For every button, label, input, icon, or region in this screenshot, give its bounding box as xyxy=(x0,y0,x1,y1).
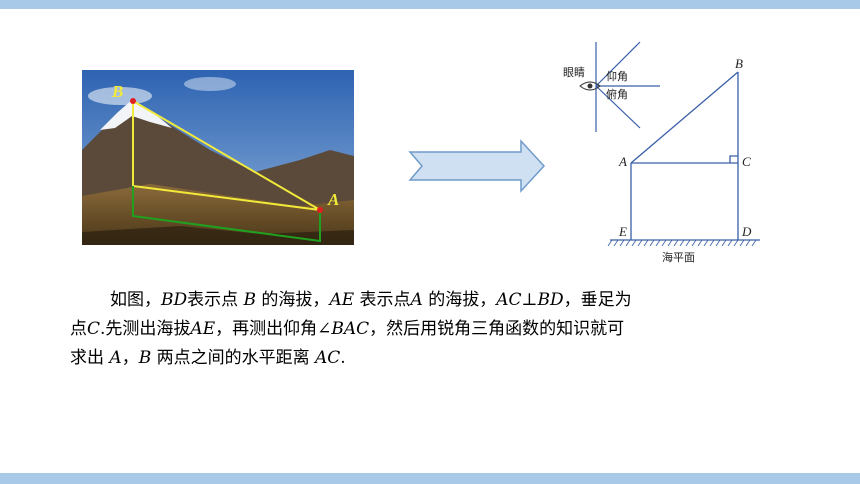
hatch-mark xyxy=(739,239,745,247)
explanation-paragraph: 如图，BD表示点 B 的海拔，AE 表示点A 的海拔，AC⊥BD，垂足为 点C.… xyxy=(70,286,770,373)
photo-triangle-outline xyxy=(132,99,321,211)
vertex-label-d: D xyxy=(741,224,752,239)
hatch-mark xyxy=(727,239,733,247)
hatch-mark xyxy=(625,239,631,247)
geometry-figure xyxy=(610,71,760,241)
photo-point-a xyxy=(317,207,323,213)
paragraph-line-2: 点C.先测出海拔AE，再测出仰角∠BAC，然后用锐角三角函数的知识就可 xyxy=(70,319,625,339)
hatch-mark xyxy=(637,239,643,247)
vertex-label-a: A xyxy=(618,154,627,169)
photo-ground-line xyxy=(132,186,321,243)
ground-hatching xyxy=(607,239,757,247)
hatch-mark xyxy=(709,239,715,247)
top-accent-bar xyxy=(0,0,860,9)
right-arrow-icon xyxy=(408,139,546,193)
hatch-mark xyxy=(745,239,751,247)
paragraph-line-3: 求出 A，B 两点之间的水平距离 AC. xyxy=(70,348,346,368)
hatch-mark xyxy=(667,239,673,247)
hatch-mark xyxy=(619,239,625,247)
hatch-mark xyxy=(649,239,655,247)
inset-elevation-label: 仰角 xyxy=(606,69,628,83)
hatch-mark xyxy=(673,239,679,247)
photo-label-b: B xyxy=(111,82,123,101)
photo-cloud xyxy=(184,77,236,91)
hatch-mark xyxy=(733,239,739,247)
photo-cloud xyxy=(88,87,152,105)
mountain-photo xyxy=(82,70,354,245)
bottom-accent-bar xyxy=(0,473,860,484)
hatch-mark xyxy=(697,239,703,247)
segment-ab xyxy=(630,71,739,164)
photo-point-b xyxy=(130,98,136,104)
hatch-mark xyxy=(703,239,709,247)
hatch-mark xyxy=(721,239,727,247)
hatch-mark xyxy=(613,239,619,247)
hatch-mark xyxy=(643,239,649,247)
right-angle-marker xyxy=(729,155,738,163)
hatch-mark xyxy=(631,239,637,247)
photo-label-a: A xyxy=(327,190,339,209)
vertex-label-e: E xyxy=(618,224,627,239)
inset-eye-label: 眼睛 xyxy=(563,66,585,79)
sea-level-label: 海平面 xyxy=(662,250,695,264)
vertex-label-c: C xyxy=(742,154,751,169)
photo-foreground xyxy=(82,226,354,245)
eye-icon xyxy=(579,81,601,91)
eye-angle-inset xyxy=(595,41,660,132)
hatch-mark xyxy=(679,239,685,247)
hatch-mark xyxy=(661,239,667,247)
inset-elevation-line xyxy=(595,41,641,87)
photo-snowcap xyxy=(100,100,172,130)
inset-depression-line xyxy=(595,85,641,129)
hatch-mark xyxy=(685,239,691,247)
hatch-mark xyxy=(715,239,721,247)
hatch-mark xyxy=(751,239,757,247)
vertex-label-b: B xyxy=(735,56,743,71)
hatch-mark xyxy=(691,239,697,247)
hatch-mark xyxy=(655,239,661,247)
inset-depression-label: 俯角 xyxy=(606,87,628,101)
hatch-mark xyxy=(607,239,613,247)
paragraph-line-1: 如图，BD表示点 B 的海拔，AE 表示点A 的海拔，AC⊥BD，垂足为 xyxy=(110,290,632,310)
